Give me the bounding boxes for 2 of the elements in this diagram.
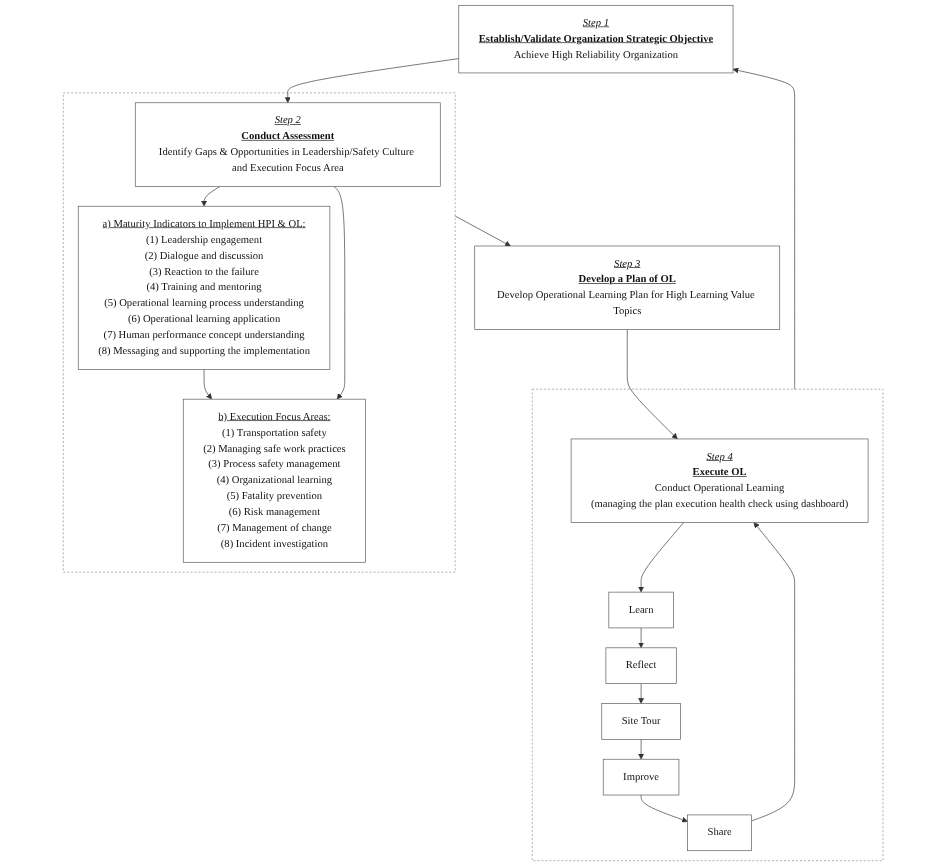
cluster: [63, 92, 457, 573]
cluster: [532, 388, 885, 861]
